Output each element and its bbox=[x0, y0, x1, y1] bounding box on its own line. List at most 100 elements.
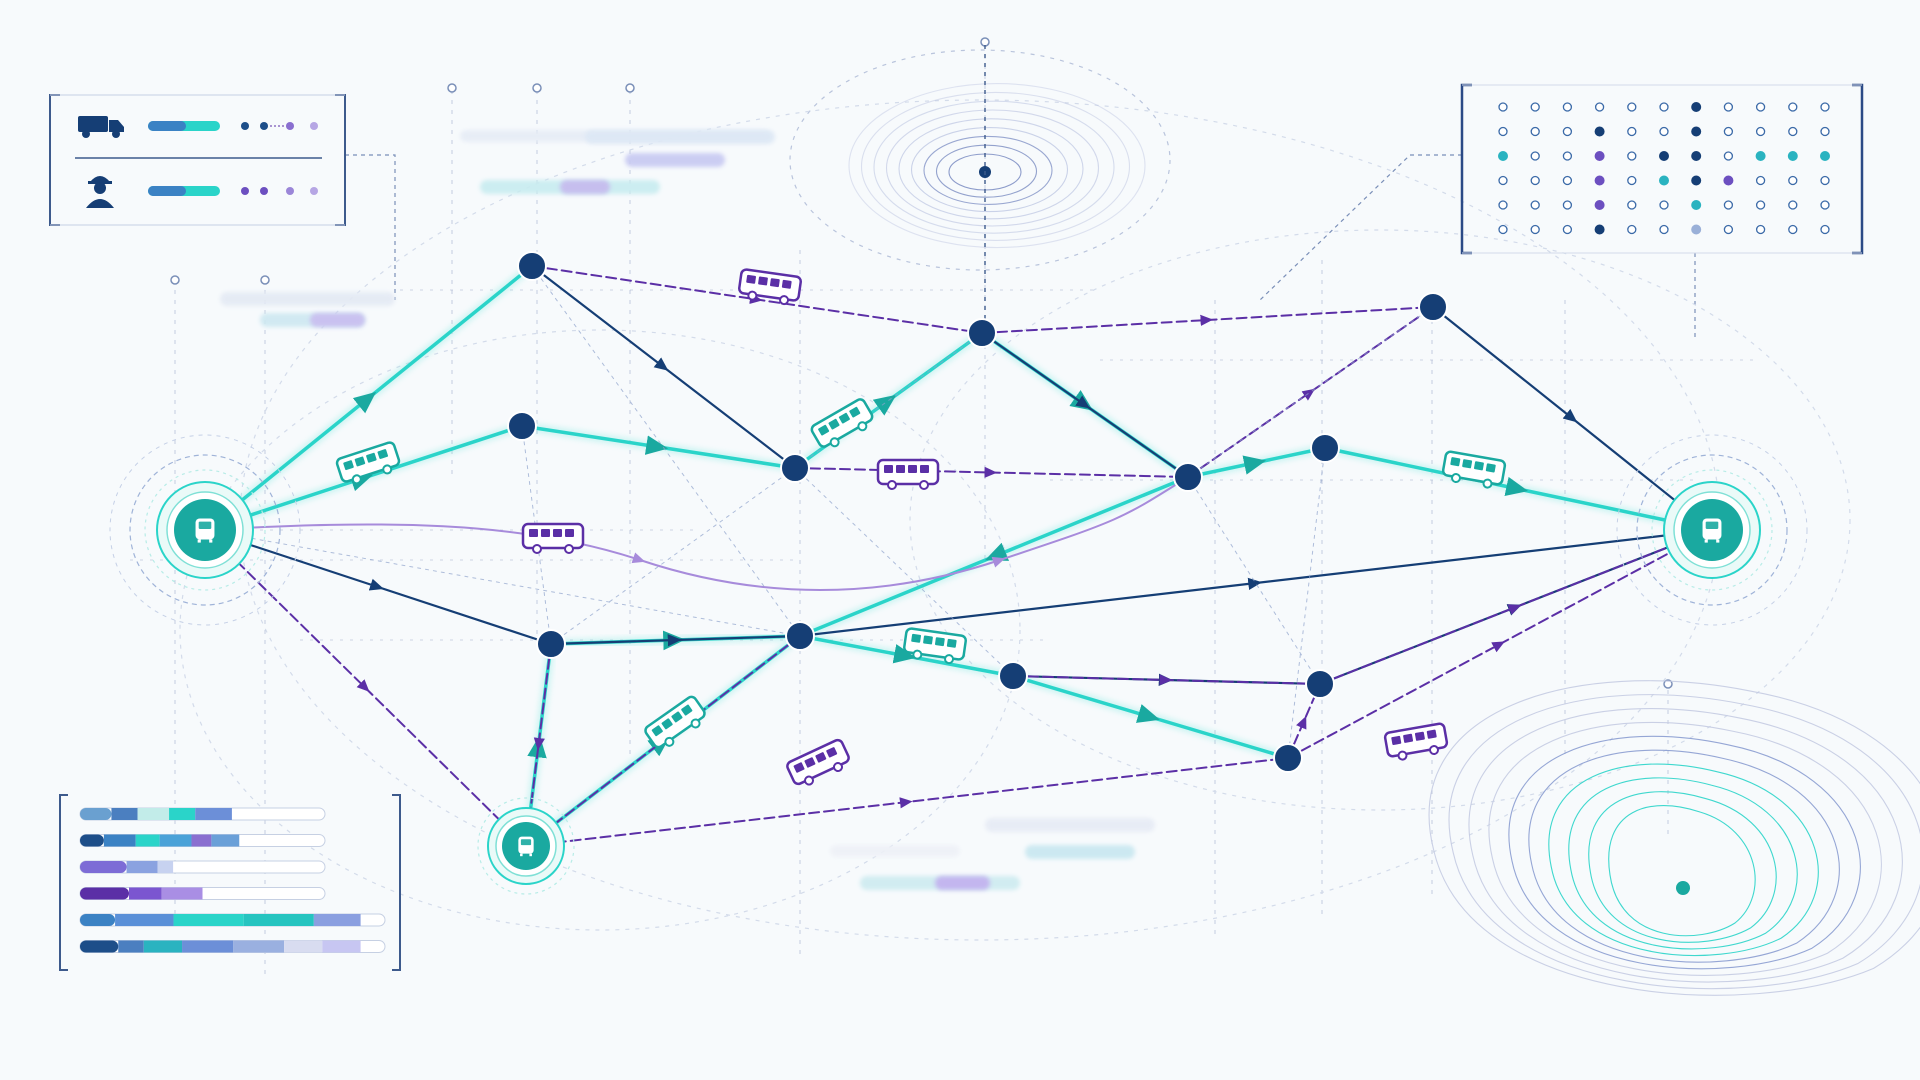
matrix-dot bbox=[1755, 126, 1766, 137]
primary-route bbox=[1011, 674, 1290, 760]
matrix-dot bbox=[1723, 102, 1734, 112]
secondary-route bbox=[530, 264, 797, 470]
bar-segment bbox=[135, 834, 160, 847]
guide-pin bbox=[625, 83, 635, 93]
primary-route bbox=[203, 264, 534, 532]
minor-route bbox=[1287, 447, 1326, 759]
bar-segment bbox=[137, 808, 170, 820]
panel-connector bbox=[345, 154, 396, 300]
minor-route bbox=[1187, 306, 1434, 478]
matrix-dot bbox=[1723, 151, 1734, 161]
legend-dots-2 bbox=[241, 187, 318, 195]
stop-node bbox=[785, 621, 815, 651]
bar-segment bbox=[143, 940, 183, 953]
faint-bar bbox=[310, 313, 365, 327]
bar-segment bbox=[118, 940, 144, 953]
secondary-route bbox=[1431, 305, 1714, 532]
secondary-route bbox=[549, 634, 802, 647]
contour-line bbox=[1468, 708, 1903, 983]
matrix-dot bbox=[1594, 102, 1605, 112]
primary-route bbox=[798, 475, 1190, 638]
bar-panel bbox=[59, 794, 401, 971]
matrix-dot bbox=[1594, 151, 1605, 161]
bar-segment bbox=[80, 808, 112, 820]
stop-node bbox=[507, 411, 537, 441]
matrix-dot bbox=[1755, 224, 1766, 235]
primary-route bbox=[1186, 446, 1327, 479]
contour-ring bbox=[873, 100, 1115, 234]
matrix-dot bbox=[1530, 200, 1540, 210]
legend-dots-1 bbox=[241, 122, 318, 130]
secondary-route bbox=[980, 331, 1190, 479]
matrix-dot bbox=[1820, 200, 1830, 210]
bar-segment bbox=[80, 914, 116, 926]
stop-node bbox=[998, 661, 1028, 691]
bar-segment bbox=[173, 914, 244, 926]
stop-node bbox=[967, 318, 997, 348]
matrix-dot bbox=[1788, 175, 1798, 186]
matrix-dot bbox=[1723, 175, 1734, 186]
primary-route bbox=[798, 634, 1015, 678]
express-route bbox=[531, 265, 983, 334]
stop-node bbox=[517, 251, 547, 281]
bus-icon bbox=[521, 522, 585, 554]
secondary-route bbox=[203, 528, 553, 646]
bar-segment bbox=[169, 808, 196, 820]
matrix-dot bbox=[1627, 200, 1637, 210]
bus-icon bbox=[810, 398, 874, 448]
matrix-dot bbox=[1820, 224, 1830, 235]
matrix-dot bbox=[1562, 151, 1573, 161]
matrix-dot bbox=[1659, 126, 1669, 137]
contour-line bbox=[1428, 680, 1920, 996]
bus-icon bbox=[518, 836, 534, 857]
floating-bars bbox=[220, 130, 1155, 890]
matrix-dot bbox=[1820, 151, 1830, 161]
bar-segment bbox=[80, 887, 129, 900]
bus-icon bbox=[786, 738, 850, 786]
matrix-dot bbox=[1659, 102, 1669, 112]
faint-bar bbox=[935, 876, 990, 890]
matrix-dot bbox=[1594, 200, 1605, 210]
bus-icon bbox=[335, 441, 401, 485]
contour-line bbox=[1488, 721, 1882, 976]
matrix-dot bbox=[1498, 126, 1508, 137]
hub-east bbox=[1616, 434, 1808, 626]
matrix-dot bbox=[1627, 151, 1637, 161]
worker-icon bbox=[86, 176, 114, 208]
contour-line bbox=[1548, 763, 1819, 957]
route-lines bbox=[202, 262, 1714, 850]
express-route bbox=[204, 529, 527, 847]
matrix-dot bbox=[1788, 224, 1798, 235]
express-route bbox=[1319, 529, 1713, 685]
matrix-dot bbox=[1659, 224, 1669, 235]
hub-south bbox=[477, 797, 575, 895]
matrix-dot bbox=[1723, 224, 1734, 235]
legend-panel bbox=[49, 94, 346, 226]
contour-line bbox=[1568, 777, 1798, 950]
matrix-dot bbox=[1691, 102, 1702, 112]
bar-segment bbox=[159, 834, 192, 847]
contour-ring bbox=[885, 109, 1100, 227]
matrix-dot bbox=[1820, 175, 1830, 186]
primary-route bbox=[203, 424, 524, 532]
stop-node bbox=[536, 629, 566, 659]
matrix-dot bbox=[1530, 224, 1540, 235]
matrix-dot bbox=[1691, 151, 1702, 161]
matrix-panel bbox=[1460, 83, 1864, 255]
bar-segment bbox=[80, 940, 119, 953]
matrix-dot bbox=[1594, 224, 1605, 235]
faint-bar bbox=[625, 153, 725, 167]
bus-icon bbox=[1702, 518, 1722, 543]
matrix-dot bbox=[1659, 151, 1669, 161]
bar-segment bbox=[233, 940, 285, 953]
express-route bbox=[1287, 529, 1713, 759]
guide-pin bbox=[170, 275, 180, 285]
bar-segment bbox=[313, 914, 361, 926]
contour-ring bbox=[923, 135, 1053, 205]
bus-icon bbox=[195, 518, 215, 543]
contour-ring bbox=[860, 91, 1131, 241]
bar-segment bbox=[322, 940, 361, 953]
matrix-dot bbox=[1659, 175, 1669, 186]
bar-segment bbox=[195, 808, 232, 820]
